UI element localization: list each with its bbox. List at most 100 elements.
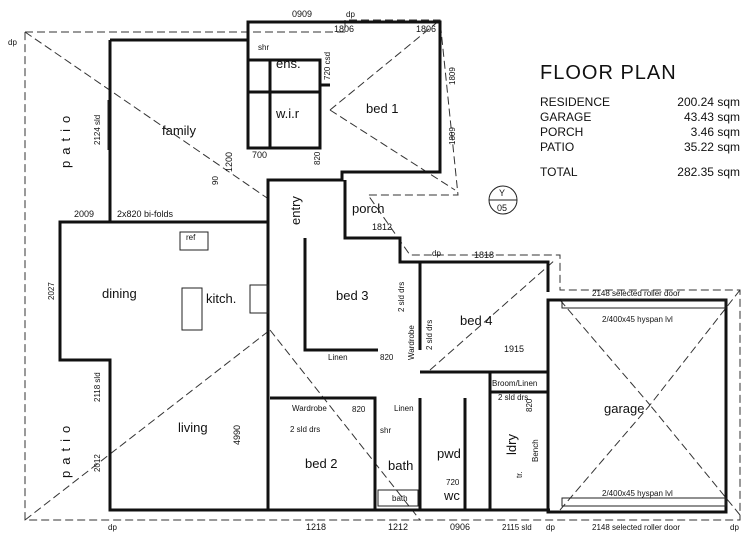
dim-hyspan-top: 2/400x45 hyspan lvl [602, 315, 673, 324]
dim-820-b: 820 [380, 353, 394, 362]
dp-marker: dp [546, 523, 555, 532]
dim-1915: 1915 [504, 344, 524, 354]
area-label: PATIO [540, 140, 575, 154]
area-value: 200.24 sqm [677, 95, 740, 109]
north-arrow-letter: Y [499, 188, 505, 198]
dim-2x820-bifolds: 2x820 bi-folds [117, 209, 174, 219]
dp-marker: dp [432, 249, 441, 258]
internal-wall [303, 238, 378, 352]
room-label-wc: wc [443, 488, 460, 503]
room-label-bed2: bed 2 [305, 456, 338, 471]
area-value: 3.46 sqm [690, 125, 740, 139]
dim-820-d: 820 [525, 398, 534, 412]
area-label: PORCH [540, 125, 584, 139]
area-value: 35.22 sqm [683, 140, 740, 154]
roof-hip-line [559, 299, 651, 406]
roof-hip-line [269, 329, 421, 521]
room-label-living: living [178, 420, 208, 435]
internal-wall [400, 260, 422, 350]
internal-wall [270, 396, 377, 510]
dim-1809-b: 1809 [448, 127, 457, 145]
external-wall [108, 20, 442, 224]
dim-0909: 0909 [292, 9, 312, 19]
wardrobe-label: Wardrobe [292, 404, 327, 413]
external-wall [343, 180, 550, 292]
dim-1806-b: 1806 [416, 24, 436, 34]
dim-1812: 1812 [372, 222, 392, 232]
dp-marker: dp [108, 523, 117, 532]
dim-720-csd: 720 csd [323, 52, 332, 80]
area-row-patio: PATIO 35.22 sqm [540, 140, 740, 155]
linen-label: Linen [328, 353, 348, 362]
fridge-label: ref [186, 233, 196, 242]
room-label-kitchen: kitch. [206, 291, 236, 306]
dim-1809-a: 1809 [448, 67, 457, 85]
total-value: 282.35 sqm [677, 165, 740, 179]
area-value: 43.43 sqm [683, 110, 740, 124]
room-label-shower2: shr [380, 426, 391, 435]
dim-2-sld-drs-d: 2 sld drs [498, 393, 528, 402]
roof-hip-line [24, 31, 271, 201]
dp-marker: dp [8, 38, 17, 47]
roof-hip-line [24, 329, 271, 521]
internal-wall [246, 40, 330, 150]
room-label-ldry: ldry [504, 434, 519, 455]
internal-wall [248, 58, 322, 85]
room-label-garage: garage [604, 401, 644, 416]
page-title: FLOOR PLAN [540, 62, 677, 84]
dim-1218: 1218 [306, 522, 326, 532]
area-row-residence: RESIDENCE 200.24 sqm [540, 95, 740, 110]
dim-0906: 0906 [450, 522, 470, 532]
room-label-porch: porch [352, 201, 385, 216]
dim-2027: 2027 [47, 282, 56, 300]
roof-hip-line [559, 404, 651, 511]
spacer [540, 155, 740, 165]
dim-2-sld-drs-a: 2 sld drs [397, 282, 406, 312]
dim-90: 90 [211, 176, 220, 185]
garage-roller-door-bottom [561, 497, 727, 507]
dp-marker: dp [730, 523, 739, 532]
external-wall [58, 220, 550, 512]
area-summary: FLOOR PLAN RESIDENCE 200.24 sqm GARAGE 4… [540, 62, 740, 180]
room-label-entry: entry [288, 196, 303, 225]
dim-2012: 2012 [93, 454, 102, 472]
dim-2-sld-drs-c: 2 sld drs [290, 425, 320, 434]
kitchen-island [181, 287, 203, 331]
roof-hip-line [429, 259, 556, 371]
dim-2115-sld: 2115 sld [502, 523, 532, 532]
tub-label: tr. [515, 471, 524, 478]
roof-eave-outline [24, 19, 741, 521]
room-label-shower1: shr [258, 43, 269, 52]
bath-tub [377, 489, 419, 507]
garage-roller-door-top [561, 299, 727, 309]
area-row-porch: PORCH 3.46 sqm [540, 125, 740, 140]
dim-4990: 4990 [232, 425, 242, 445]
dim-1818: 1818 [474, 250, 494, 260]
bench-label: Bench [531, 439, 540, 462]
area-label: RESIDENCE [540, 95, 611, 109]
fridge-space [179, 231, 209, 251]
dim-roller-door-bottom: 2148 selected roller door [592, 523, 680, 532]
room-label-dining: dining [102, 286, 137, 301]
patio-label-lower: patio [58, 420, 73, 478]
wardrobe-label: Wardrobe [407, 325, 416, 360]
dp-marker: dp [346, 10, 355, 19]
area-row-garage: GARAGE 43.43 sqm [540, 110, 740, 125]
room-label-pwd: pwd [437, 446, 461, 461]
room-label-ens: ens. [276, 56, 301, 71]
dim-hyspan-bottom: 2/400x45 hyspan lvl [602, 489, 673, 498]
room-label-wir: w.i.r [275, 106, 300, 121]
dim-1806-a: 1806 [334, 24, 354, 34]
dim-820-c: 820 [352, 405, 366, 414]
bath-tub-label: bath [392, 494, 408, 503]
dim-2124-sld: 2124 sld [93, 115, 102, 145]
area-row-total: TOTAL 282.35 sqm [540, 165, 740, 180]
dim-2-sld-drs-b: 2 sld drs [425, 320, 434, 350]
room-label-bed4: bed 4 [460, 313, 493, 328]
dim-700: 700 [252, 150, 267, 160]
room-label-bed3: bed 3 [336, 288, 369, 303]
room-label-bath: bath [388, 458, 413, 473]
north-arrow-number: 05 [497, 203, 507, 213]
dim-roller-door-top: 2148 selected roller door [592, 289, 680, 298]
